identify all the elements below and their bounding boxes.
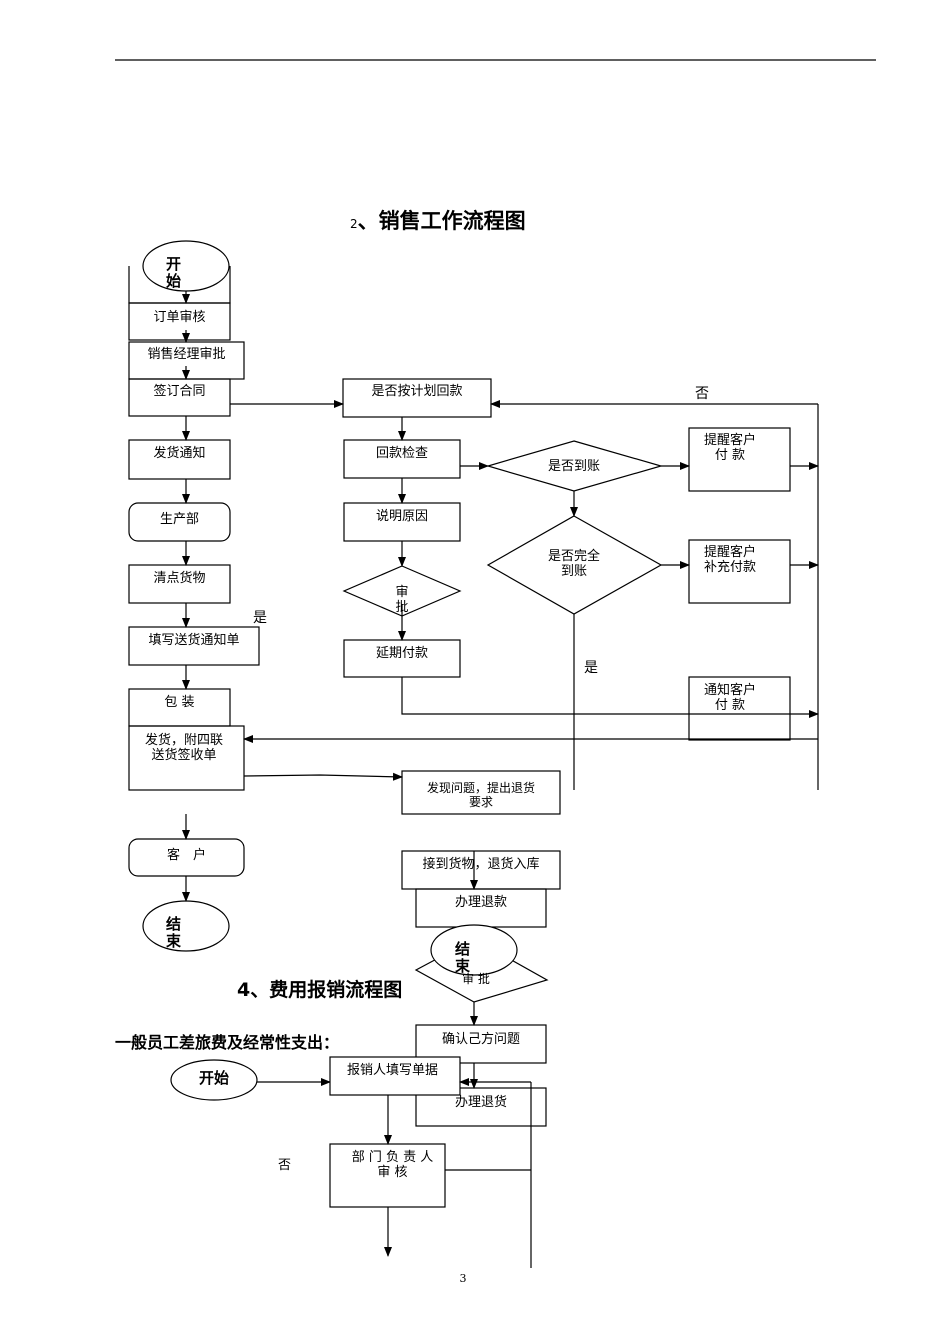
process-return-label: 办理退货	[454, 1095, 507, 1110]
plan-payment-label: 是否按计划回款	[371, 384, 463, 399]
confirm-problem-box	[415, 1024, 547, 1064]
subtitle-expense: 一般员工差旅费及经常性支出：	[115, 1033, 340, 1052]
plan-payment-box	[342, 378, 492, 418]
sign-contract-label: 签订合同	[153, 384, 206, 399]
pack-label: 包 装	[164, 695, 195, 710]
end1-label: 结 束	[166, 915, 182, 950]
sign-contract-box	[128, 378, 231, 417]
expense-start-label: 开始	[198, 1069, 229, 1087]
ship-receipt-label: 发货，附四联 送货签收单	[144, 733, 223, 763]
expense-label-no: 否	[278, 1158, 292, 1173]
title-sales-text: 、销售工作流程图	[357, 209, 526, 233]
dept-review-label: 部 门 负 责 人 审 核	[351, 1150, 434, 1180]
label-no-top: 否	[695, 386, 709, 402]
count-goods-label: 清点货物	[153, 571, 206, 586]
title-expense: 4、费用报销流程图	[237, 979, 403, 1001]
notify-pay-label: 通知客户 付 款	[703, 683, 756, 713]
is-received-label: 是否到账	[547, 459, 600, 474]
fill-delivery-box	[128, 626, 260, 666]
order-review-box	[128, 302, 231, 341]
ship-notice-box	[128, 439, 231, 480]
receive-return-label: 接到货物，退货入库	[422, 857, 540, 872]
confirm-problem-label: 确认己方问题	[441, 1032, 520, 1047]
remind-supplement-label: 提醒客户 补充付款	[703, 545, 756, 575]
process-return-box	[415, 1087, 547, 1127]
remind-supplement-box	[688, 539, 791, 604]
title-sales: 2、销售工作流程图	[350, 205, 526, 235]
fill-delivery-label: 填写送货通知单	[148, 633, 240, 648]
end2-label: 结 束	[455, 940, 471, 975]
title-sales-prefix: 2	[350, 217, 358, 231]
customer-label: 客 户	[166, 848, 206, 863]
order-review-label: 订单审核	[153, 310, 206, 325]
expense-start-ellipse	[170, 1059, 258, 1101]
notify-pay-box	[688, 676, 791, 741]
label-yes-left: 是	[253, 610, 267, 626]
remind-pay-label: 提醒客户 付 款	[703, 433, 756, 463]
fill-form-box	[329, 1056, 461, 1096]
ship-receipt-box	[128, 725, 245, 791]
start-label: 开 始	[166, 255, 182, 290]
count-goods-box	[128, 564, 231, 604]
page-number: 3	[459, 1272, 467, 1285]
explain-reason-label: 说明原因	[375, 509, 428, 524]
process-refund-label: 办理退款	[454, 895, 507, 910]
production-label: 生产部	[159, 512, 199, 527]
remind-pay-box	[688, 427, 791, 492]
production-box	[128, 502, 231, 542]
problem-return-box	[401, 770, 561, 815]
is-full-label: 是否完全 到账	[547, 549, 600, 579]
return-approve-label: 审 批	[462, 972, 490, 986]
fill-form-label: 报销人填写单据	[346, 1063, 438, 1078]
label-yes-middle: 是	[584, 660, 598, 676]
manager-approve-label: 销售经理审批	[147, 347, 226, 362]
delay-payment-label: 延期付款	[375, 646, 428, 661]
approve-label: 审 批	[395, 585, 409, 615]
ship-notice-label: 发货通知	[153, 446, 206, 461]
payment-check-label: 回款检查	[375, 446, 428, 461]
end2-ellipse	[430, 924, 518, 976]
problem-return-label: 发现问题，提出退货 要求	[426, 781, 535, 809]
